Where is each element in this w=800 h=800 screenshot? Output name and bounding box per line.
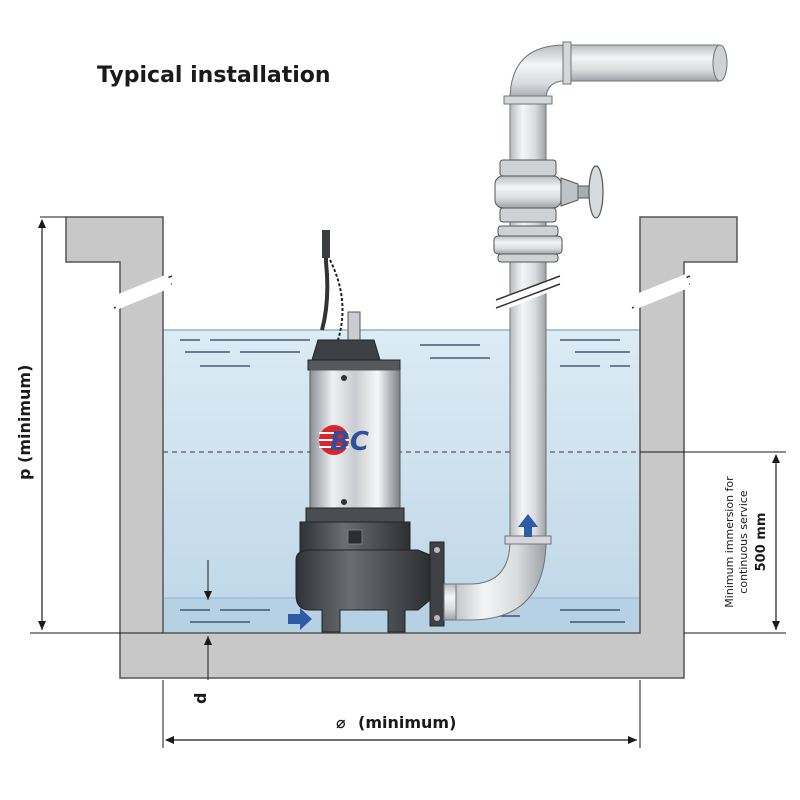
width-minimum-label: (minimum) xyxy=(358,713,456,732)
pipe-break-mark xyxy=(495,275,561,312)
dimension-immersion xyxy=(640,451,786,634)
pipe-outlet xyxy=(712,44,728,82)
top-elbow xyxy=(509,44,566,101)
immersion-note-line1: Minimum immersion for xyxy=(723,476,736,608)
dimension-p xyxy=(30,216,163,634)
elbow-collar-horizontal xyxy=(562,41,572,85)
bottom-elbow xyxy=(449,539,547,621)
diameter-symbol: ⌀ xyxy=(336,713,346,732)
dimension-width xyxy=(162,680,641,748)
p-minimum-label: p (minimum) xyxy=(15,365,34,480)
d-label: d xyxy=(191,693,210,704)
immersion-value: 500 mm xyxy=(754,513,769,572)
immersion-note-line2: continuous service xyxy=(737,490,750,594)
bottom-elbow-collar xyxy=(504,535,552,545)
discharge-pipe-horizontal xyxy=(564,44,721,82)
logo-text: BC xyxy=(330,427,369,457)
diagram-title: Typical installation xyxy=(97,63,331,88)
wall-break-marks xyxy=(113,275,691,309)
flow-arrow-inlet xyxy=(288,608,312,630)
wall-break-left xyxy=(111,274,173,310)
brand-logo: BC xyxy=(319,425,369,457)
elbow-collar xyxy=(503,95,553,105)
water-ripples xyxy=(180,339,630,623)
pipe-coupling xyxy=(493,225,563,263)
gate-valve xyxy=(494,159,604,223)
wall-break-right xyxy=(629,274,691,310)
flow-arrow-up xyxy=(518,514,538,537)
